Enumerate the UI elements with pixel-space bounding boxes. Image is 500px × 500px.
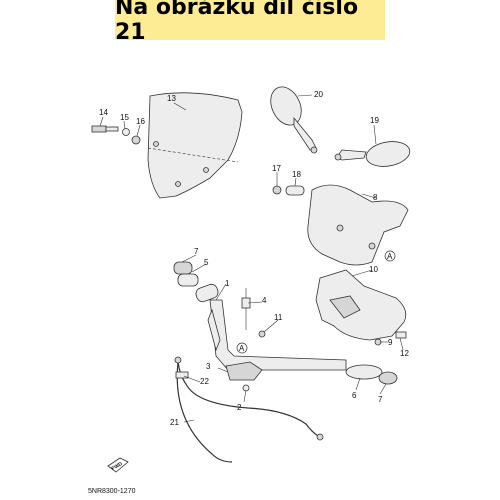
callout-2: 2: [237, 403, 242, 412]
handle-cover-part[interactable]: [315, 269, 407, 341]
fwd-direction-icon: FWD: [107, 457, 129, 473]
callout-6: 6: [352, 391, 357, 400]
callout-5: 5: [204, 258, 209, 267]
handlebar-cover-part[interactable]: [307, 184, 409, 266]
svg-text:A: A: [239, 344, 245, 353]
callout-13: 13: [167, 94, 176, 103]
callout-11: 11: [274, 313, 283, 322]
part-number-banner: Na obrázku díl číslo 21: [115, 0, 385, 45]
callout-15: 15: [120, 113, 129, 122]
grip-parts[interactable]: [173, 261, 220, 303]
svg-text:A: A: [387, 252, 393, 261]
handlebar-part[interactable]: [207, 299, 398, 385]
callout-1: 1: [225, 279, 230, 288]
reference-marker-a-2: A: [236, 342, 248, 354]
left-mirror-part[interactable]: [334, 138, 412, 169]
callout-18: 18: [292, 170, 301, 179]
callout-20: 20: [314, 90, 323, 99]
banner-text: Na obrázku díl číslo 21: [115, 0, 359, 45]
callout-7-bottom: 7: [378, 395, 383, 404]
callout-9: 9: [388, 338, 393, 347]
cable-holder-part[interactable]: [175, 371, 189, 379]
windshield-part[interactable]: [147, 92, 243, 199]
callout-16: 16: [136, 117, 145, 126]
fwd-label: FWD: [111, 461, 124, 472]
clip-bolt-part[interactable]: [241, 288, 251, 330]
callout-8: 8: [373, 193, 378, 202]
callout-14: 14: [99, 108, 108, 117]
reference-marker-a-1: A: [384, 250, 396, 262]
callout-10: 10: [369, 265, 378, 274]
callout-7-top: 7: [194, 247, 199, 256]
throttle-cable-part[interactable]: [174, 356, 324, 463]
diagram-code: 5NR8300-1270: [88, 488, 136, 495]
callout-17: 17: [272, 164, 281, 173]
callout-12: 12: [400, 349, 409, 358]
callout-labels: 13 14 15 16 20 19 17 18 8 10 7 5 1 4 11 …: [99, 90, 409, 427]
bushing-parts[interactable]: [272, 185, 305, 196]
handlebar-clamp-part[interactable]: [225, 361, 263, 392]
callout-3: 3: [206, 362, 211, 371]
leader-lines: [99, 94, 404, 423]
callout-22: 22: [200, 377, 209, 386]
windshield-screw-parts[interactable]: [91, 125, 141, 145]
callout-4: 4: [262, 296, 267, 305]
right-mirror-part[interactable]: [265, 82, 318, 154]
callout-19: 19: [370, 116, 379, 125]
small-bolt-parts[interactable]: [258, 330, 407, 346]
callout-21: 21: [170, 418, 179, 427]
